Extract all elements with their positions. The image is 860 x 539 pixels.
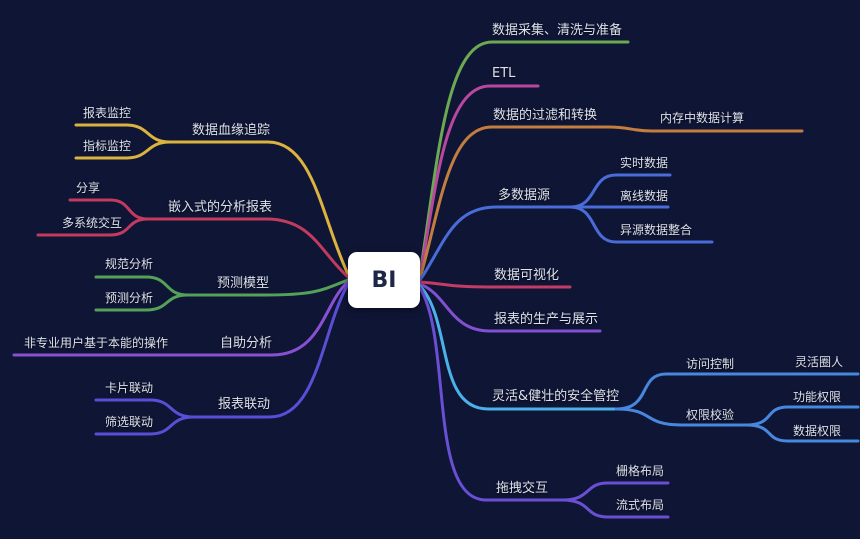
topic-filter-transform[interactable]: 数据的过滤和转换	[493, 108, 598, 123]
branch-line-data-lineage	[168, 140, 350, 276]
topic-realtime-data[interactable]: 实时数据	[620, 156, 669, 170]
topic-predict-analysis[interactable]: 预测分析	[105, 291, 154, 305]
center-topic-bi[interactable]: BI	[348, 252, 420, 308]
topic-etl[interactable]: ETL	[492, 66, 516, 81]
branch-line-heterogeneous-data	[568, 205, 714, 244]
branch-line-report-linkage	[192, 282, 350, 419]
topic-data-visualization[interactable]: 数据可视化	[494, 268, 560, 283]
branch-line-predict-analysis	[94, 293, 190, 312]
topic-data-permission[interactable]: 数据权限	[793, 424, 842, 438]
topic-report-linkage[interactable]: 报表联动	[218, 397, 271, 412]
branch-line-report-production	[418, 282, 602, 333]
topic-self-service[interactable]: 自助分析	[220, 336, 273, 351]
branch-line-multi-source	[418, 205, 670, 282]
topic-permission-check[interactable]: 权限校验	[686, 408, 735, 422]
topic-function-permission[interactable]: 功能权限	[793, 390, 842, 404]
topic-report-monitor[interactable]: 报表监控	[83, 106, 132, 120]
topic-flexible-grouping[interactable]: 灵活圈人	[795, 355, 844, 369]
branch-line-predict-model	[186, 278, 350, 297]
branch-line-data-collection	[418, 40, 630, 276]
branch-line-data-permission	[744, 423, 860, 443]
topic-access-control[interactable]: 访问控制	[686, 357, 735, 371]
branch-line-self-service	[12, 280, 350, 357]
topic-card-linkage[interactable]: 卡片联动	[105, 381, 154, 395]
topic-embedded-report[interactable]: 嵌入式的分析报表	[168, 200, 273, 215]
branch-line-flow-layout	[560, 498, 670, 519]
branch-line-realtime-data	[568, 173, 672, 209]
topic-drag-interaction[interactable]: 拖拽交互	[496, 481, 549, 496]
topic-in-memory-compute[interactable]: 内存中数据计算	[660, 111, 745, 125]
branch-line-metric-monitor	[74, 140, 172, 160]
topic-report-production[interactable]: 报表的生产与展示	[494, 312, 599, 327]
topic-filter-linkage[interactable]: 筛选联动	[105, 415, 154, 429]
topic-heterogeneous-data[interactable]: 异源数据整合	[620, 223, 693, 237]
branch-line-etl	[418, 84, 540, 278]
topic-multi-source[interactable]: 多数据源	[498, 188, 551, 203]
branch-line-access-control	[614, 372, 860, 411]
branch-line-data-visualization	[418, 280, 572, 289]
topic-data-lineage[interactable]: 数据血缘追踪	[192, 123, 271, 138]
topic-share[interactable]: 分享	[76, 181, 101, 195]
branch-line-filter-transform	[418, 125, 804, 280]
branch-line-multi-system	[36, 217, 150, 237]
topic-predict-model[interactable]: 预测模型	[217, 276, 270, 291]
topic-security-control[interactable]: 灵活&健壮的安全管控	[492, 389, 620, 404]
topic-metric-monitor[interactable]: 指标监控	[83, 139, 132, 153]
topic-flow-layout[interactable]: 流式布局	[616, 498, 665, 512]
branch-line-filter-linkage	[94, 415, 196, 436]
branch-line-drag-interaction	[418, 286, 564, 502]
topic-offline-data[interactable]: 离线数据	[620, 189, 669, 203]
topic-multi-system[interactable]: 多系统交互	[62, 216, 123, 230]
topic-grid-layout[interactable]: 栅格布局	[616, 464, 665, 478]
topic-non-professional-users[interactable]: 非专业用户基于本能的操作	[24, 336, 169, 350]
branch-line-function-permission	[744, 405, 860, 427]
topic-normative-analysis[interactable]: 规范分析	[105, 257, 154, 271]
branch-line-security	[418, 284, 618, 411]
branch-line-permission-check	[614, 407, 748, 427]
branch-line-embedded-report	[146, 217, 350, 279]
topic-data-collection[interactable]: 数据采集、清洗与准备	[492, 23, 623, 38]
